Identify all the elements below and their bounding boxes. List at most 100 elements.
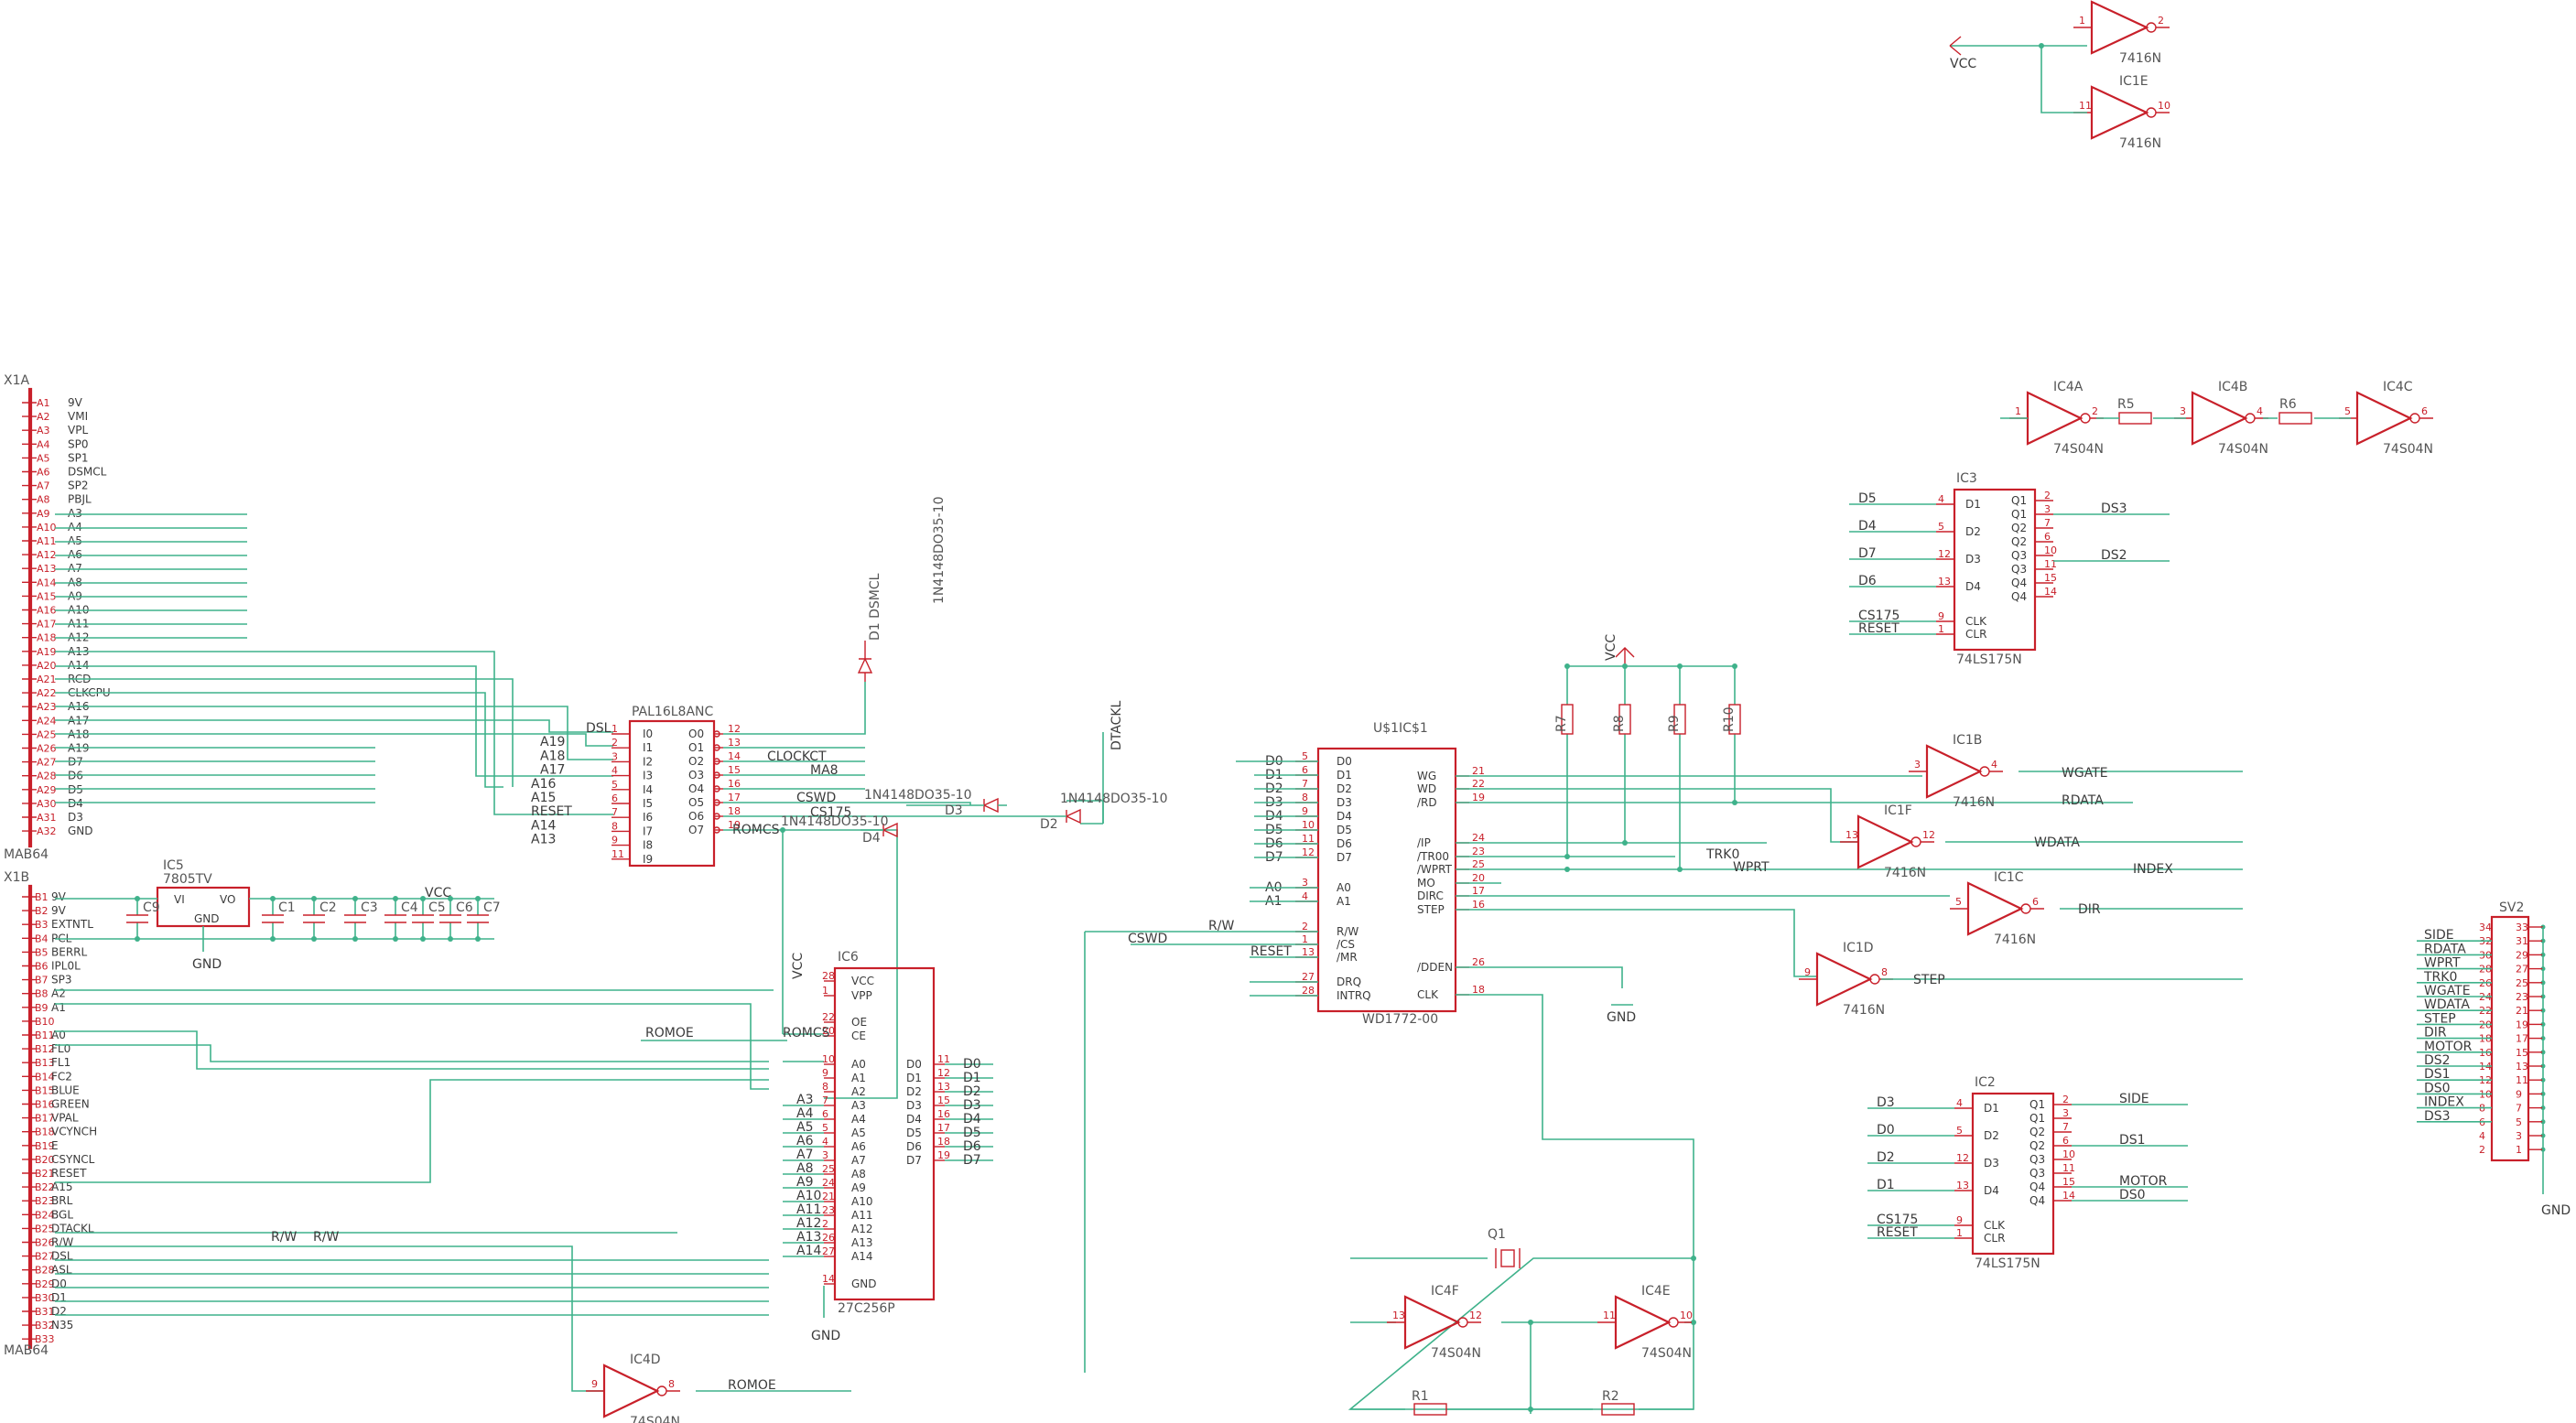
latch-left-name: D3: [1965, 553, 1981, 566]
sv2-right-pin: 13: [2516, 1061, 2528, 1073]
resistor-symbol: [2118, 412, 2152, 425]
latch-right-name: Q2: [2011, 522, 2027, 534]
pal-in-pin: 8: [612, 820, 618, 832]
x1a-pin-signal: SP1: [68, 451, 89, 464]
sv2-right-pin: 29: [2516, 949, 2528, 961]
latch-left-net: CS175: [1877, 1213, 1918, 1227]
x1b-pin-number: B28: [35, 1265, 55, 1277]
ic6-left-pin: 9: [822, 1067, 828, 1079]
wd-left-pin: 27: [1302, 971, 1315, 983]
latch-left-name: D4: [1965, 580, 1981, 593]
gate-pin-in: 13: [1392, 1310, 1405, 1321]
ic6-left-name: A9: [851, 1181, 866, 1194]
ic6-left-pin: 3: [822, 1149, 828, 1161]
pal-in-net: RESET: [531, 804, 572, 819]
junction-dot: [352, 896, 358, 901]
latch-right-pin: 15: [2062, 1176, 2075, 1188]
latch-left-pin: 1: [1938, 623, 1944, 635]
x1b-pin-number: B14: [35, 1071, 55, 1083]
resistor-name: R7: [1554, 715, 1569, 732]
ic6-left-pin: 5: [822, 1122, 828, 1134]
x1b-pin-signal: E: [51, 1139, 59, 1152]
sv2-signal: DS3: [2424, 1109, 2451, 1124]
pal-in-pin: 4: [612, 765, 618, 777]
latch-right-pin: 3: [2044, 503, 2051, 515]
pal-in-name: I4: [643, 783, 653, 796]
capacitor-name: C7: [483, 900, 501, 915]
ic6-right-name: D6: [906, 1140, 922, 1153]
latch-right-name: Q1: [2011, 494, 2027, 507]
pal-out-pin: 15: [728, 764, 741, 776]
pal-in-pin: 3: [612, 750, 618, 762]
resistor-symbol: [1561, 704, 1574, 735]
wd-left-net: RESET: [1250, 944, 1292, 959]
resistor-name: R8: [1612, 715, 1627, 732]
pal-in-name: I6: [643, 811, 653, 824]
capacitor-symbol: [439, 914, 461, 923]
pal-output-wires: [723, 682, 1104, 1099]
gate-value: 7416N: [2119, 136, 2161, 151]
wd-right-name: /DDEN: [1417, 961, 1453, 974]
wd-left-name: D5: [1337, 824, 1352, 836]
sv2-signal: WGATE: [2424, 984, 2471, 998]
ic6-right-net: D5: [963, 1126, 981, 1140]
junction-dot: [475, 896, 481, 901]
ic6-right-name: D3: [906, 1099, 922, 1112]
pal-out-net: CS175: [810, 805, 851, 820]
pal-in-pin: 9: [612, 835, 618, 846]
x1a-pin-number: A32: [37, 825, 57, 837]
x1b-pin-number: B7: [35, 975, 49, 986]
x1b-pin-signal: BLUE: [51, 1083, 80, 1096]
net-dir: DIR: [2078, 902, 2101, 917]
latch-name: IC2: [1975, 1075, 1996, 1090]
latch-left-net: RESET: [1877, 1225, 1918, 1240]
gate-pin-out: 6: [2421, 405, 2428, 417]
gate-pin-in: 1: [2015, 405, 2021, 417]
ic6-left-net: A12: [796, 1216, 821, 1231]
latch-left-name: CLR: [1984, 1232, 2005, 1245]
sv2-right-pin: 23: [2516, 991, 2528, 1003]
latch-right-name: Q4: [2011, 590, 2027, 603]
latch-right-pin: 7: [2062, 1121, 2069, 1133]
wd-right-name: DIRC: [1417, 889, 1444, 902]
ic6-left-name: A7: [851, 1154, 866, 1167]
x1a-pin-number: A7: [37, 480, 50, 492]
x1a-pin-signal: A6: [68, 548, 82, 561]
pal-in-name: I2: [643, 755, 653, 768]
gate-name: IC1D: [1843, 941, 1874, 955]
ic6-left-pin: 28: [822, 970, 835, 982]
x1b-pin-number: B6: [35, 961, 49, 973]
x1a-pin-number: A23: [37, 701, 57, 713]
net-rdata: RDATA: [2062, 793, 2104, 808]
latch-right-net: MOTOR: [2119, 1174, 2168, 1189]
wd-left-pin: 8: [1302, 792, 1308, 803]
junction-dot: [135, 896, 140, 901]
pal-in-name: I3: [643, 770, 653, 782]
latch-right-pin: 10: [2044, 544, 2057, 556]
x1b-pin-number: B33: [35, 1333, 55, 1345]
latch-left-name: D1: [1965, 498, 1981, 511]
gate-pin-out: 8: [668, 1378, 675, 1390]
pal-name: PAL16L8ANC: [632, 705, 713, 719]
latch-left-name: D2: [1984, 1129, 1999, 1142]
ic6-left-name: CE: [851, 1030, 866, 1042]
gate-pin-in: 11: [1603, 1310, 1616, 1321]
pal-out-name: O2: [688, 755, 704, 768]
latch-left-pin: 12: [1956, 1152, 1969, 1164]
gate-pin-out: 10: [1680, 1310, 1693, 1321]
capacitor-name: C4: [401, 900, 418, 915]
ic5-vo: VO: [220, 893, 235, 906]
latch-left-pin: 13: [1938, 576, 1951, 588]
diode-d3-value: 1N4148DO35-10: [864, 788, 972, 803]
wd-left-name: A0: [1337, 881, 1351, 894]
pal-in-pin: 1: [612, 723, 618, 735]
ic6-left-pin: 8: [822, 1081, 828, 1093]
gate-name: IC1F: [1884, 803, 1912, 818]
net-step: STEP: [1913, 973, 1945, 987]
latch-left-name: D2: [1965, 525, 1981, 538]
gate-pin-in: 1: [2079, 15, 2085, 27]
diode-symbol: [857, 641, 873, 682]
